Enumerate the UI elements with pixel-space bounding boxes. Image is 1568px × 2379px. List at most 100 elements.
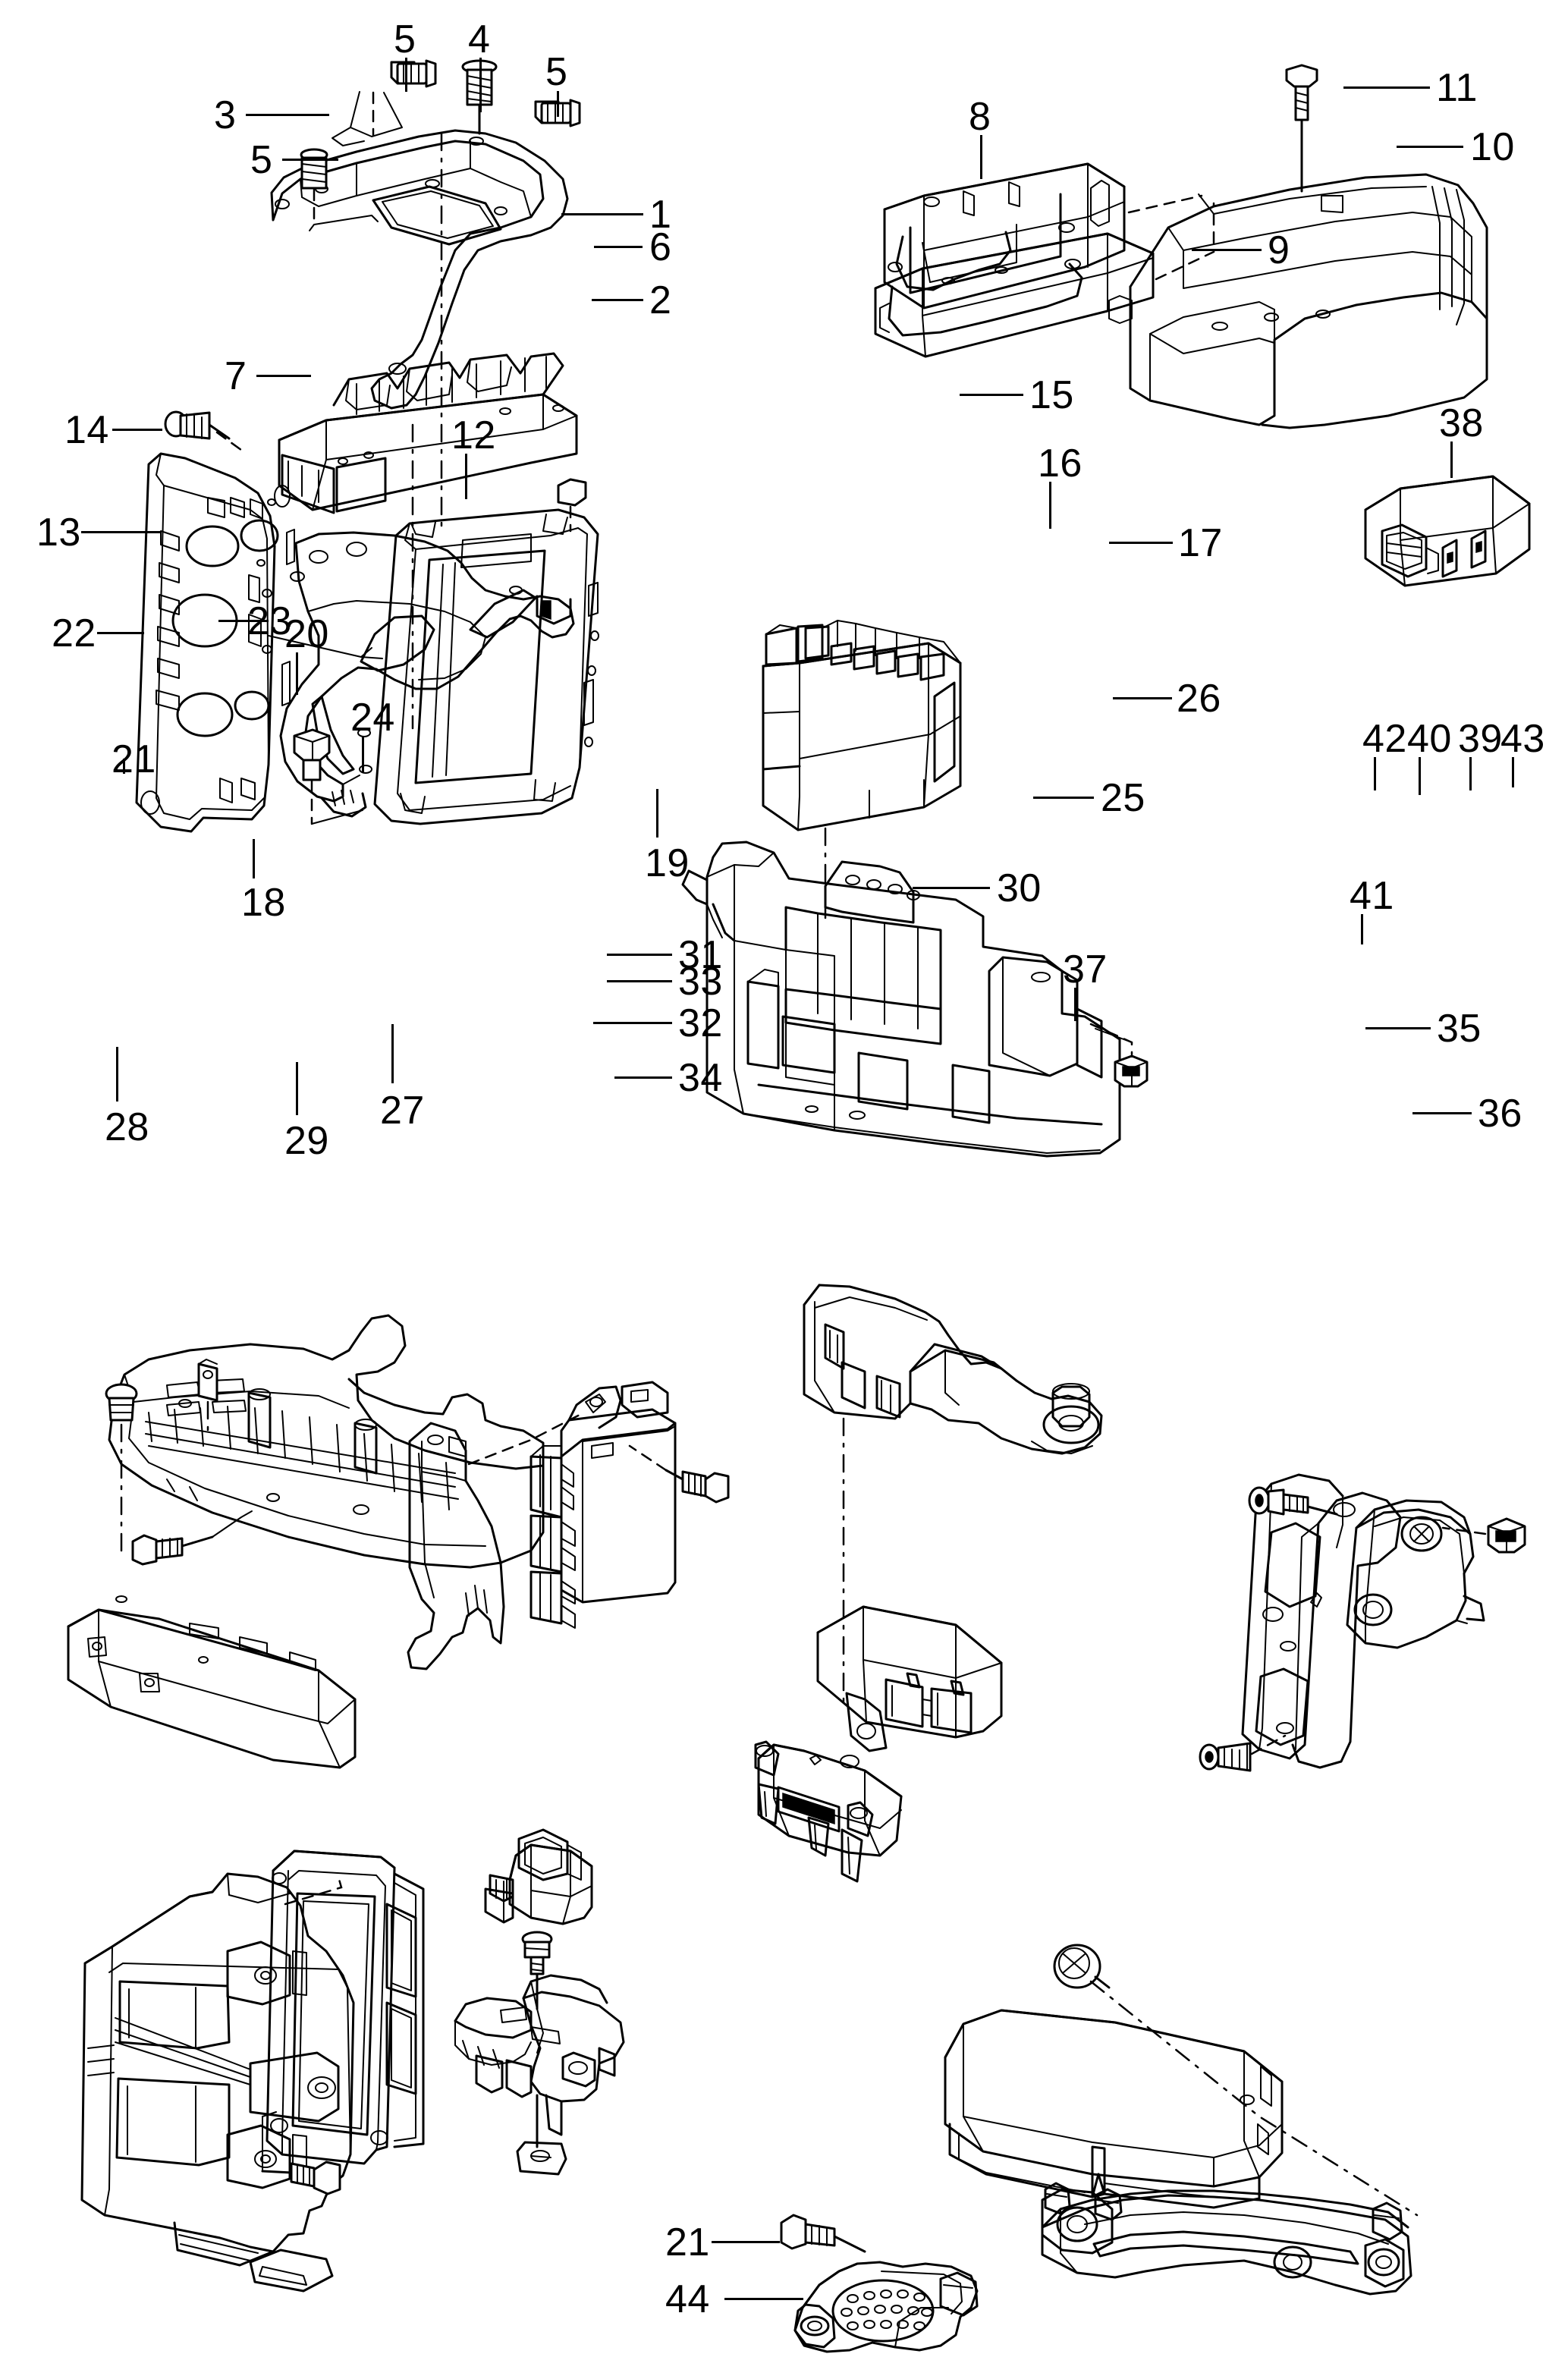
callout-leader-5 (405, 58, 407, 92)
callout-number-22: 22 (52, 611, 96, 655)
callout-leader-20 (296, 652, 298, 695)
callout-number-16: 16 (1038, 442, 1083, 486)
callout-number-37: 37 (1063, 948, 1108, 992)
callout-number-36: 36 (1478, 1092, 1522, 1136)
part-26-module-cover-bracket (803, 1284, 1103, 1455)
callout-leader-11 (1343, 86, 1430, 89)
callout-leader-42 (1374, 757, 1376, 790)
part-19-relay-module-upright (529, 1381, 677, 1629)
part-1-engine-control-module (278, 352, 578, 514)
callout-leader-26 (1113, 697, 1172, 699)
callout-number-11: 11 (1436, 66, 1478, 110)
callout-leader-5 (282, 159, 338, 161)
part-35-control-module-box (944, 2009, 1284, 2209)
part-20-bracket-wall (407, 1422, 505, 1670)
callout-leader-2 (592, 299, 643, 301)
callout-leader-38 (1450, 442, 1453, 478)
callout-number-17: 17 (1178, 521, 1223, 565)
callout-leader-4 (479, 58, 482, 112)
part-21-hex-flange-screw-a (131, 1534, 214, 1566)
part-7-hex-head-bolt (293, 728, 331, 825)
callout-number-26: 26 (1177, 677, 1221, 721)
callout-number-33: 33 (678, 960, 723, 1004)
part-40-sensor-mounting-bracket (1241, 1473, 1402, 1769)
callout-leader-37 (1074, 988, 1076, 1021)
callout-leader-17 (1109, 542, 1173, 544)
part-23-retaining-clip (197, 1359, 218, 1440)
part-11-flange-bolt (1285, 64, 1318, 193)
part-33-bracket-screw (521, 1931, 553, 2010)
callout-leader-35 (1365, 1027, 1431, 1029)
callout-leader-27 (391, 1024, 394, 1083)
part-21-hex-flange-screw-b (780, 2214, 866, 2253)
callout-number-30: 30 (997, 866, 1042, 910)
part-32-relay-holder-bracket (454, 1974, 625, 2136)
callout-leader-43 (1512, 757, 1514, 787)
part-14-pan-head-screw (164, 410, 246, 454)
callout-leader-34 (614, 1076, 672, 1079)
callout-leader-13 (81, 531, 160, 533)
callout-leader-24 (362, 736, 364, 772)
callout-number-2: 2 (649, 278, 672, 322)
part-12-control-module-cover (373, 508, 599, 825)
callout-leader-6 (594, 246, 643, 248)
callout-leader-28 (116, 1047, 118, 1102)
callout-leader-39 (1469, 757, 1472, 790)
callout-number-41: 41 (1350, 874, 1394, 918)
callout-number-21: 21 (112, 737, 156, 781)
callout-leader-41 (1361, 914, 1363, 944)
callout-number-13: 13 (36, 511, 81, 555)
callout-number-12: 12 (451, 413, 496, 457)
callout-leader-15 (960, 394, 1023, 396)
callout-number-1: 1 (649, 193, 672, 237)
callout-number-25: 25 (1101, 776, 1145, 820)
callout-leader-40 (1419, 757, 1421, 795)
callout-number-6: 6 (649, 225, 672, 269)
part-16-fuse-box-housing (681, 841, 1121, 1158)
callout-number-35: 35 (1437, 1007, 1482, 1051)
callout-number-31: 31 (678, 933, 723, 977)
callout-number-43: 43 (1500, 717, 1545, 761)
callout-number-14: 14 (64, 408, 109, 452)
callout-number-38: 38 (1439, 401, 1484, 445)
part-37-cap-nut (1053, 1944, 1111, 1989)
part-25-control-module-flat (816, 1605, 1003, 1752)
part-42-washer-bolt (1248, 1486, 1338, 1516)
callout-number-23: 23 (247, 599, 292, 643)
callout-number-8: 8 (969, 95, 991, 139)
callout-number-5: 5 (250, 138, 273, 182)
part-2-ecm-mounting-bracket (279, 531, 575, 818)
part-20-wiring-carrier-tray (108, 1314, 545, 1569)
callout-number-4: 4 (468, 17, 491, 61)
callout-number-40: 40 (1407, 717, 1452, 761)
callout-leader-5 (557, 91, 559, 117)
part-30-sensor-control-unit (754, 1740, 903, 1883)
callout-number-9: 9 (1268, 228, 1290, 272)
part-22-round-head-screw (105, 1383, 138, 1555)
part-10-module-cover-shell (1129, 173, 1488, 429)
part-18-control-unit-flat (67, 1595, 357, 1769)
part-28-module-mounting-frame (80, 1872, 355, 2293)
callout-leader-12 (465, 454, 467, 499)
callout-leader-32 (593, 1022, 672, 1024)
callout-leader-29 (296, 1062, 298, 1115)
part-8-control-unit-housing (883, 162, 1126, 310)
callout-leader-3 (246, 114, 329, 116)
callout-leader-16 (1049, 482, 1051, 529)
callout-number-24: 24 (350, 696, 395, 740)
callout-number-21: 21 (665, 2220, 710, 2264)
callout-number-34: 34 (678, 1056, 723, 1100)
callout-number-19: 19 (645, 841, 690, 885)
callout-number-32: 32 (678, 1001, 723, 1045)
callout-number-3: 3 (214, 93, 237, 137)
callout-leader-25 (1033, 797, 1094, 799)
callout-leader-10 (1397, 146, 1463, 148)
part-36-module-retaining-rail (1041, 2182, 1412, 2296)
callout-leader-33 (607, 980, 672, 982)
part-9-control-module-lower (874, 232, 1155, 358)
callout-leader-30 (913, 887, 990, 889)
callout-leader-7 (256, 375, 311, 377)
callout-leader-36 (1412, 1112, 1472, 1114)
callout-leader-21 (712, 2241, 780, 2243)
